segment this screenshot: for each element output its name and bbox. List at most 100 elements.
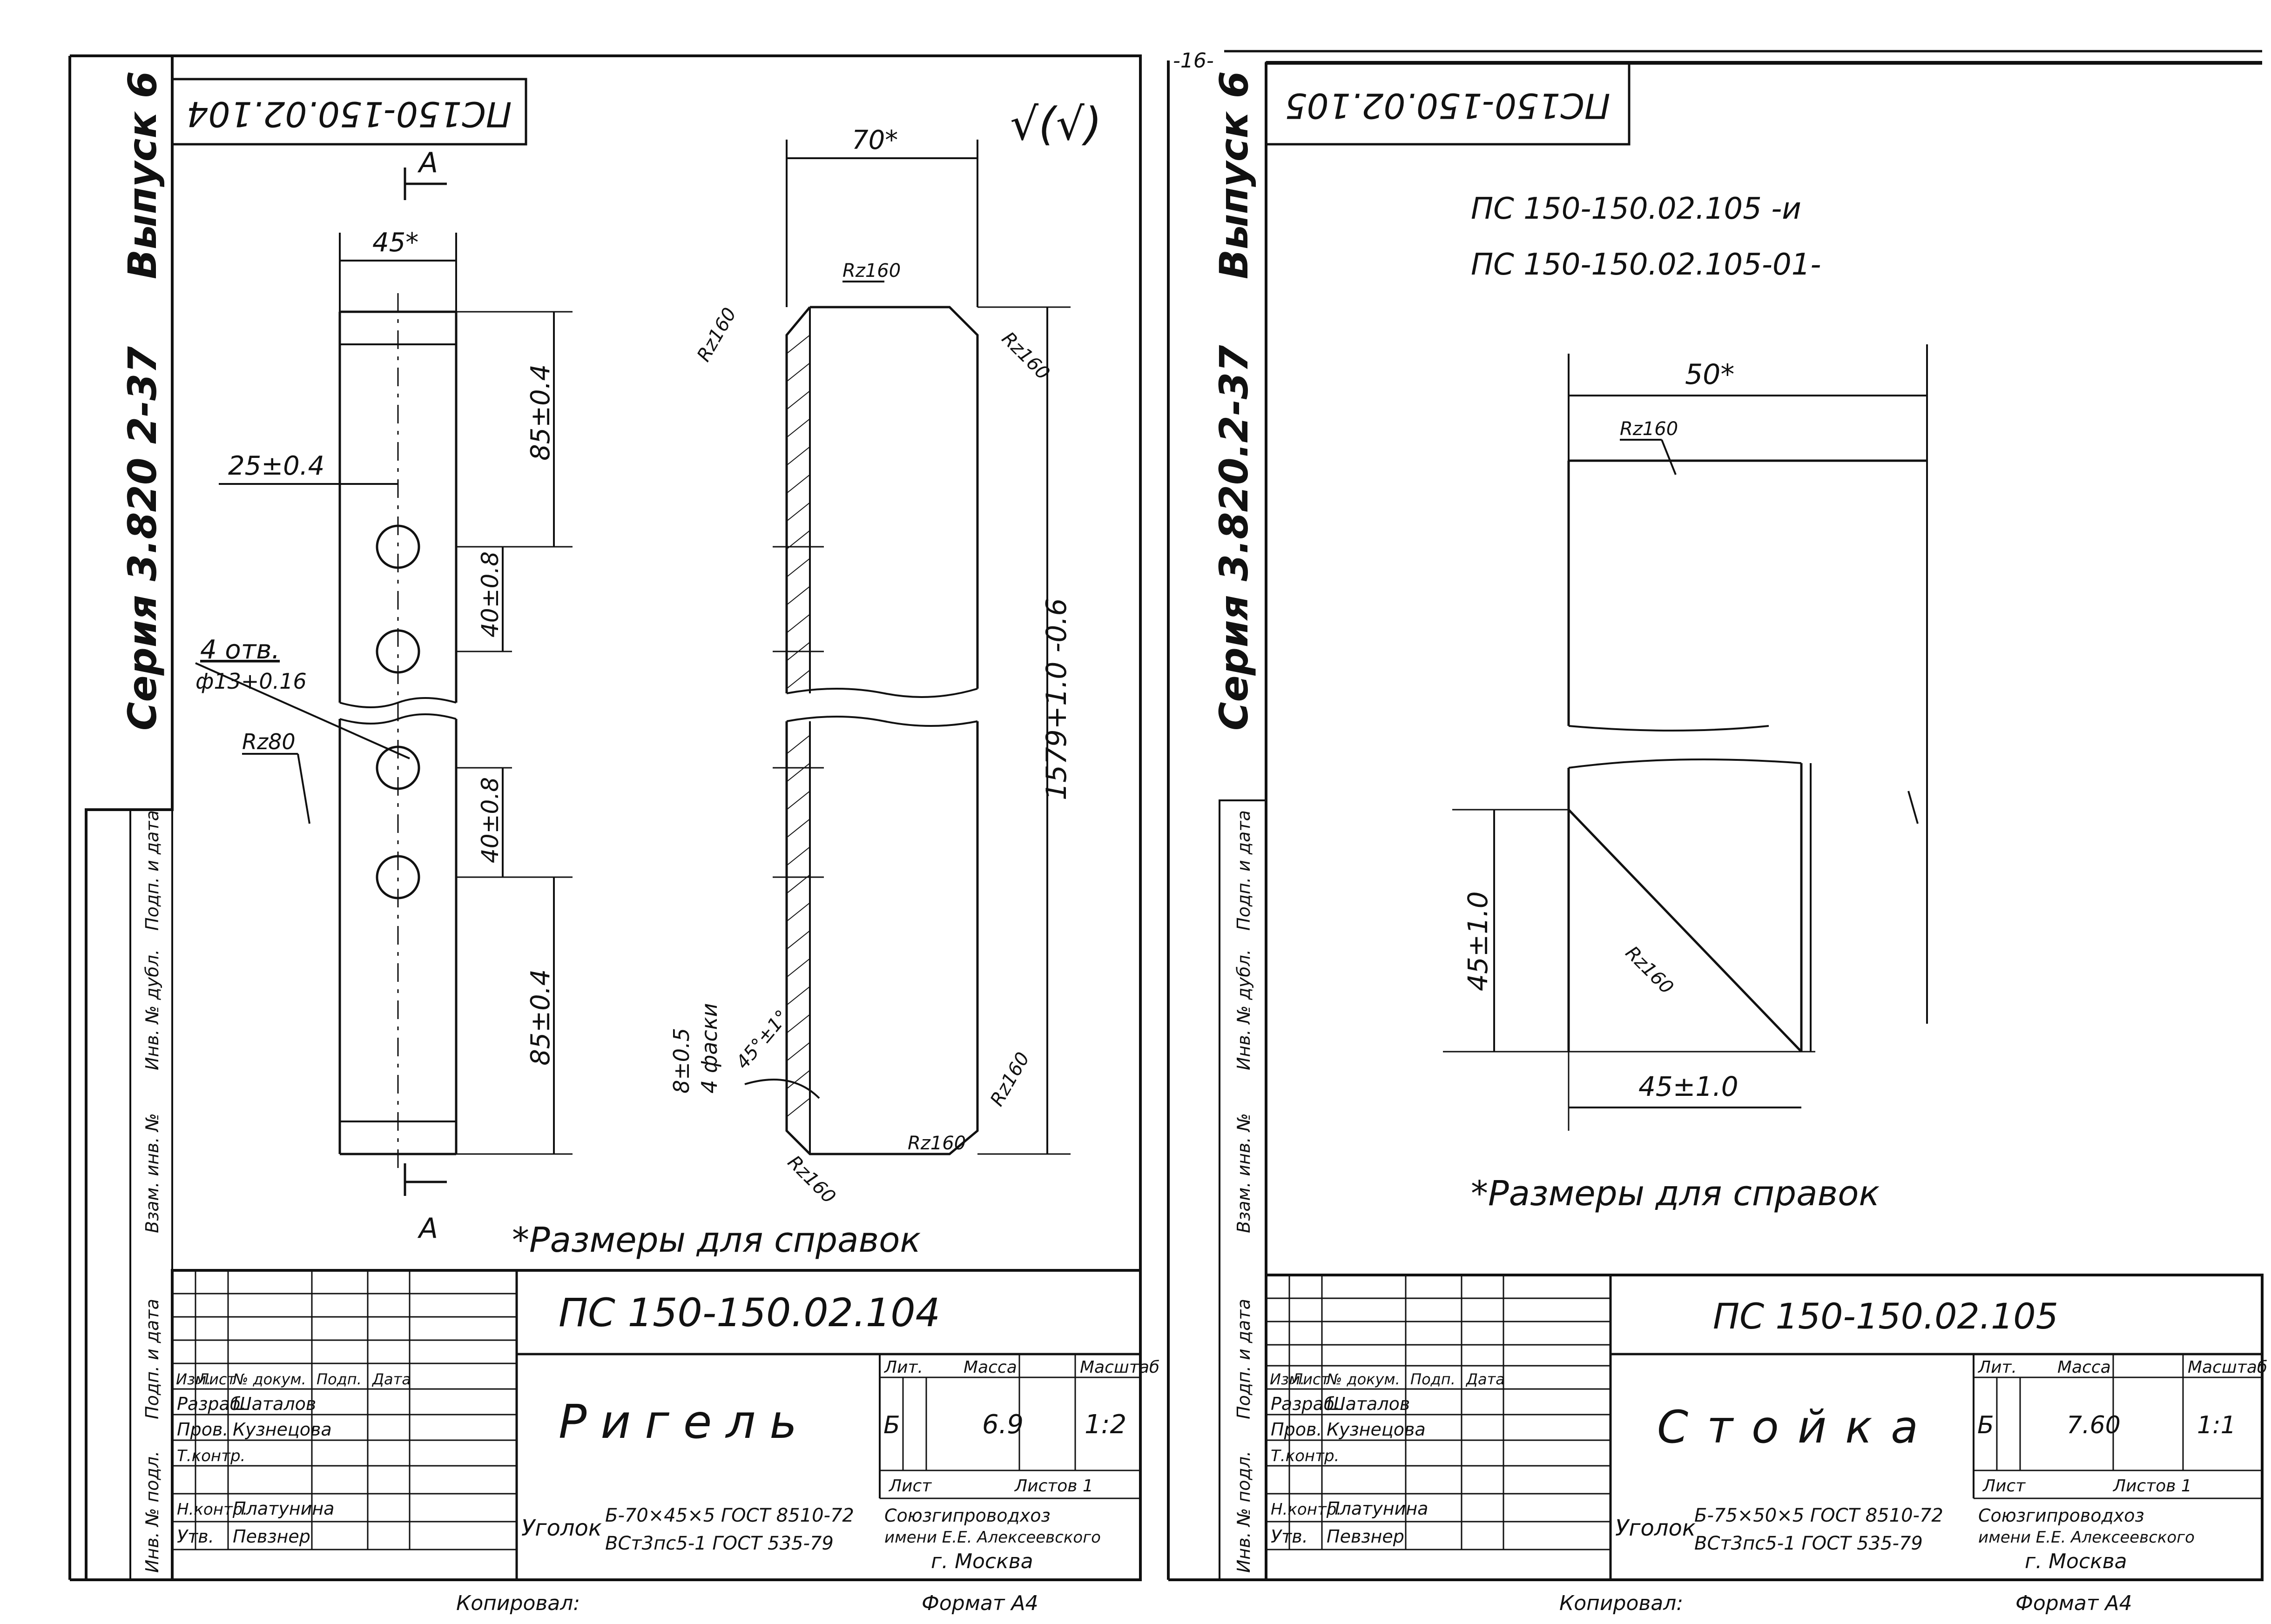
left-scale: 1:2 bbox=[1085, 1409, 1126, 1440]
right-scale-label: Масштаб bbox=[2188, 1358, 2267, 1377]
rigel-outline bbox=[338, 310, 458, 1155]
holes-count: 4 отв. bbox=[200, 635, 280, 665]
hole-1 bbox=[376, 524, 420, 569]
dim-45-width: 45±1.0 bbox=[1638, 1071, 1739, 1102]
right-hdr-izm: Изм. bbox=[1270, 1370, 1305, 1388]
left-sheet-label: Лист bbox=[888, 1476, 932, 1496]
right-role-2: Пров. bbox=[1271, 1419, 1322, 1440]
dim-85-top: 85±0.4 bbox=[526, 364, 556, 461]
roughness-symbol: √(√) bbox=[1010, 98, 1102, 150]
right-part-name: Стойка bbox=[1657, 1401, 1937, 1453]
left-side-s2: Подп. и дата bbox=[142, 1299, 162, 1419]
right-side-strip: Инв. № подл. Подп. и дата Взам. инв. № И… bbox=[1219, 799, 1267, 1581]
left-role-4: Н.контр. bbox=[177, 1500, 248, 1519]
left-lit: Б bbox=[883, 1411, 900, 1439]
left-material-1: Б-70×45×5 ГОСТ 8510-72 bbox=[605, 1505, 854, 1526]
right-title-block: Изм. Лист № докум. Подп. Дата Разраб. Ша… bbox=[1265, 1274, 2267, 1581]
holes-leader bbox=[195, 662, 410, 759]
left-name-5: Певзнер bbox=[233, 1526, 310, 1547]
right-mass-label: Масса bbox=[2057, 1358, 2111, 1377]
right-lit: Б bbox=[1977, 1411, 1994, 1439]
left-org-1: Союзгипроводхоз bbox=[884, 1505, 1051, 1526]
dim-40b: 40±0.8 bbox=[477, 777, 504, 863]
right-series-label: Серия 3.820.2-37 bbox=[1211, 345, 1257, 731]
right-designation: ПС 150-150.02.105 bbox=[1713, 1295, 2058, 1337]
left-role-2: Пров. bbox=[177, 1419, 228, 1440]
left-side-s3: Взам. инв. № bbox=[142, 1113, 162, 1233]
left-stamp-text: ПС150-150.02.104 bbox=[187, 94, 512, 134]
chamfer-angle: 45°±1° bbox=[732, 1006, 793, 1073]
left-tb-rows bbox=[172, 1293, 517, 1550]
rz160-b: Rz160 bbox=[693, 304, 741, 365]
left-side-strip: Инв. № подл. Подп. и дата Взам. инв. № И… bbox=[129, 809, 173, 1581]
right-name-2: Кузнецова bbox=[1327, 1419, 1426, 1440]
right-rz160-b: Rz160 bbox=[1621, 942, 1678, 999]
dim-45: 45* bbox=[372, 228, 418, 258]
left-hdr-doc: № докум. bbox=[232, 1370, 306, 1388]
right-side-s2: Подп. и дата bbox=[1233, 1299, 1254, 1419]
right-material-1: Б-75×50×5 ГОСТ 8510-72 bbox=[1694, 1505, 1943, 1526]
right-side-s5: Подп. и дата bbox=[1233, 810, 1254, 931]
right-material-word: Уголок bbox=[1615, 1515, 1696, 1541]
left-hdr-date: Дата bbox=[371, 1370, 411, 1388]
section-letter-bottom: А bbox=[417, 1212, 438, 1245]
stand-view bbox=[1567, 459, 1927, 1053]
dim-length: 1579+1.0 -0.6 bbox=[1040, 598, 1073, 800]
left-name-1: Шаталов bbox=[233, 1394, 316, 1414]
right-scale: 1:1 bbox=[2197, 1411, 2236, 1439]
side-hatching bbox=[786, 335, 810, 1117]
right-format: Формат А4 bbox=[2015, 1591, 2132, 1615]
dim-70: 70* bbox=[852, 125, 898, 155]
right-rz160-a-tick bbox=[1661, 439, 1677, 475]
side-hole-marks bbox=[773, 546, 824, 878]
left-hdr-list: Лист bbox=[197, 1370, 236, 1388]
right-role-4: Н.контр. bbox=[1271, 1500, 1341, 1519]
right-lit-label: Лит. bbox=[1977, 1358, 2017, 1377]
right-org-2: имени Е.Е. Алексеевского bbox=[1978, 1528, 2195, 1547]
left-side-s4: Инв. № дубл. bbox=[142, 949, 162, 1070]
right-hdr-date: Дата bbox=[1465, 1370, 1505, 1388]
left-org-2: имени Е.Е. Алексеевского bbox=[884, 1528, 1101, 1547]
rz160-d: Rz160 bbox=[986, 1049, 1034, 1110]
left-role-1: Разраб. bbox=[177, 1394, 246, 1414]
left-org-3: г. Москва bbox=[931, 1550, 1033, 1573]
right-side-s1: Инв. № подл. bbox=[1233, 1451, 1254, 1573]
right-side-s4: Инв. № дубл. bbox=[1233, 949, 1254, 1070]
left-part-name: Ригель bbox=[559, 1395, 811, 1449]
left-format: Формат А4 bbox=[922, 1591, 1038, 1615]
right-mass: 7.60 bbox=[2067, 1411, 2121, 1439]
left-title-block: Изм. Лист № докум. Подп. Дата Разраб. Ша… bbox=[171, 1269, 1159, 1581]
rz160-c: Rz160 bbox=[997, 328, 1054, 384]
right-side-strip-box bbox=[1219, 799, 1267, 1581]
left-copied: Копировал: bbox=[456, 1591, 580, 1615]
stand-lower-part bbox=[1567, 763, 1803, 1053]
chamfer-4: 4 фаски bbox=[697, 1003, 722, 1094]
hole-4 bbox=[376, 855, 420, 899]
left-designation: ПС 150-150.02.104 bbox=[559, 1290, 940, 1335]
right-name-1: Шаталов bbox=[1327, 1394, 1410, 1414]
left-side-s1: Инв. № подл. bbox=[142, 1451, 162, 1573]
rz160-f: Rz160 bbox=[783, 1152, 840, 1208]
right-hdr-list: Лист bbox=[1291, 1370, 1330, 1388]
rigel-front-view bbox=[338, 293, 458, 1173]
rz160-a: Rz160 bbox=[842, 260, 901, 282]
variant-1: ПС 150-150.02.105 -и bbox=[1471, 192, 1801, 226]
right-role-1: Разраб. bbox=[1271, 1394, 1340, 1414]
holes-diameter: ф13+0.16 bbox=[195, 669, 307, 694]
dim-45-height: 45±1.0 bbox=[1462, 891, 1494, 991]
chamfer-8: 8±0.5 bbox=[669, 1028, 694, 1094]
right-rz160-a: Rz160 bbox=[1620, 418, 1678, 440]
left-tb-frame bbox=[171, 1269, 1142, 1581]
right-tb-frame bbox=[1265, 1274, 2264, 1581]
right-stamp-box bbox=[1265, 61, 1631, 146]
left-series-label: Серия 3.820 2-37 bbox=[120, 346, 165, 731]
left-role-5: Утв. bbox=[177, 1526, 214, 1547]
right-material-2: ВСт3пс5-1 ГОСТ 535-79 bbox=[1694, 1533, 1923, 1554]
dim-40a: 40±0.8 bbox=[477, 551, 504, 638]
left-mass: 6.9 bbox=[982, 1409, 1024, 1440]
dim-85-bottom: 85±0.4 bbox=[526, 969, 556, 1066]
hole-2 bbox=[376, 629, 420, 674]
right-hdr-sign: Подп. bbox=[1410, 1370, 1456, 1388]
left-material-word: Уголок bbox=[521, 1515, 602, 1541]
